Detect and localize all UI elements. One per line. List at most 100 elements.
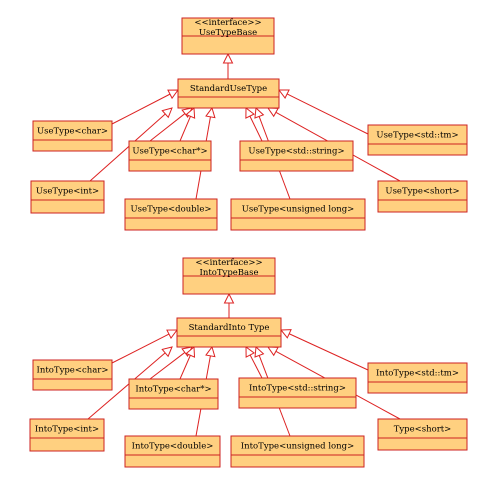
class-box-frame [32, 120, 113, 152]
class-box-u_char[interactable]: UseType<char> [32, 120, 113, 152]
class-box-i_short[interactable]: Type<short> [377, 418, 468, 451]
generalization-line [149, 352, 186, 380]
inheritance-arrowhead-icon [161, 346, 173, 358]
class-box-i_int[interactable]: IntoType<int> [29, 418, 105, 452]
class-box-frame [177, 78, 280, 109]
class-box-frame [230, 198, 366, 231]
class-box-u_double[interactable]: UseType<double> [124, 198, 218, 231]
class-box-intobase[interactable]: <<interface>>IntoTypeBase [182, 257, 276, 295]
class-box-frame [124, 435, 221, 468]
generalization-line [87, 352, 166, 420]
generalization-i_string-to-stdinto [245, 346, 263, 379]
inheritance-arrowhead-icon [254, 106, 265, 119]
generalization-i_int-to-stdinto [87, 346, 173, 420]
generalization-line [286, 93, 369, 135]
generalization-line [111, 333, 170, 364]
generalization-edges [87, 52, 401, 437]
class-name: IntoType<double> [132, 442, 214, 452]
generalization-u_charp-to-stduse [179, 106, 196, 142]
class-name: IntoType<std::tm> [376, 369, 459, 379]
class-box-u_int[interactable]: UseType<int> [30, 180, 105, 214]
class-box-i_tm[interactable]: IntoType<std::tm> [367, 362, 468, 394]
generalization-line [89, 113, 166, 182]
class-box-u_ulong[interactable]: UseType<unsigned long> [230, 198, 366, 231]
class-box-frame [238, 377, 357, 409]
class-box-i_char[interactable]: IntoType<char> [32, 359, 113, 391]
class-box-stduse[interactable]: StandardUseType [177, 78, 280, 109]
inheritance-arrowhead-icon [279, 329, 292, 339]
class-name: IntoType<char*> [135, 385, 211, 395]
inheritance-arrowhead-icon [185, 106, 196, 119]
class-name: IntoType<int> [35, 425, 99, 435]
class-name: UseType<std::string> [248, 147, 344, 157]
inheritance-arrowhead-icon [185, 345, 196, 358]
inheritance-arrowhead-icon [277, 89, 290, 99]
class-box-frame [239, 140, 354, 172]
class-name: UseType<std::tm> [376, 131, 458, 141]
class-name: UseType<char> [37, 127, 108, 137]
class-box-u_tm[interactable]: UseType<std::tm> [367, 124, 468, 156]
class-box-i_charp[interactable]: IntoType<char*> [128, 378, 219, 410]
inheritance-arrowhead-icon [267, 346, 279, 357]
class-box-i_ulong[interactable]: IntoType<unsigned long> [230, 435, 365, 468]
inheritance-arrowhead-icon [254, 345, 265, 358]
class-name: IntoTypeBase [199, 268, 258, 278]
generalization-u_tm-to-stduse [277, 89, 369, 135]
class-box-u_string[interactable]: UseType<std::string> [239, 140, 354, 172]
generalization-stduse-to-usebase [222, 52, 234, 79]
generalization-u_charp-to-stduse [149, 107, 193, 142]
class-box-frame [29, 418, 105, 452]
generalization-stdinto-to-intobase [223, 292, 235, 318]
inheritance-arrowhead-icon [205, 345, 216, 358]
class-boxes: <<interface>>UseTypeBaseStandardUseTypeU… [29, 17, 468, 468]
class-name: UseType<short> [385, 187, 459, 197]
class-box-frame [176, 317, 282, 348]
generalization-line [249, 115, 263, 142]
inheritance-arrowhead-icon [161, 107, 173, 119]
inheritance-arrowhead-icon [222, 52, 234, 64]
inheritance-arrowhead-icon [245, 106, 255, 119]
class-name: StandardInto Type [189, 323, 270, 333]
generalization-line [111, 93, 171, 125]
inheritance-arrowhead-icon [267, 107, 279, 118]
class-box-stdinto[interactable]: StandardInto Type [176, 317, 282, 348]
generalization-u_int-to-stduse [89, 107, 173, 182]
class-box-i_double[interactable]: IntoType<double> [124, 435, 221, 468]
generalization-line [249, 354, 263, 379]
class-box-frame [377, 180, 468, 213]
class-box-frame [230, 435, 365, 468]
class-box-usebase[interactable]: <<interface>>UseTypeBase [181, 17, 275, 55]
class-box-i_string[interactable]: IntoType<std::string> [238, 377, 357, 409]
generalization-line [179, 116, 191, 142]
generalization-line [149, 113, 186, 142]
generalization-line [179, 355, 191, 380]
class-name: IntoType<std::string> [249, 384, 346, 394]
class-stereotype: <<interface>> [194, 18, 261, 28]
class-box-u_short[interactable]: UseType<short> [377, 180, 468, 213]
inheritance-arrowhead-icon [245, 346, 256, 358]
class-box-frame [367, 124, 468, 156]
inheritance-arrowhead-icon [167, 89, 179, 100]
generalization-line [288, 333, 369, 371]
generalization-i_charp-to-stdinto [179, 345, 196, 380]
class-name: StandardUseType [190, 84, 267, 94]
class-name: UseType<double> [131, 205, 212, 215]
generalization-u_string-to-stduse [245, 106, 263, 142]
class-name: UseType<unsigned long> [242, 205, 355, 215]
class-name: Type<short> [394, 425, 452, 435]
inheritance-arrowhead-icon [223, 292, 235, 304]
class-box-u_charp[interactable]: UseType<char*> [128, 140, 212, 172]
inheritance-arrowhead-icon [205, 106, 216, 119]
class-name: UseType<char*> [132, 147, 207, 157]
generalization-i_char-to-stdinto [111, 329, 178, 364]
class-box-frame [128, 140, 212, 172]
class-name: UseType<int> [36, 187, 99, 197]
class-box-frame [30, 180, 105, 214]
class-name: IntoType<char> [37, 366, 109, 376]
class-stereotype: <<interface>> [195, 258, 262, 268]
generalization-i_tm-to-stdinto [279, 329, 369, 371]
class-box-frame [128, 378, 219, 410]
inheritance-arrowhead-icon [166, 329, 178, 340]
class-box-frame [377, 418, 468, 451]
